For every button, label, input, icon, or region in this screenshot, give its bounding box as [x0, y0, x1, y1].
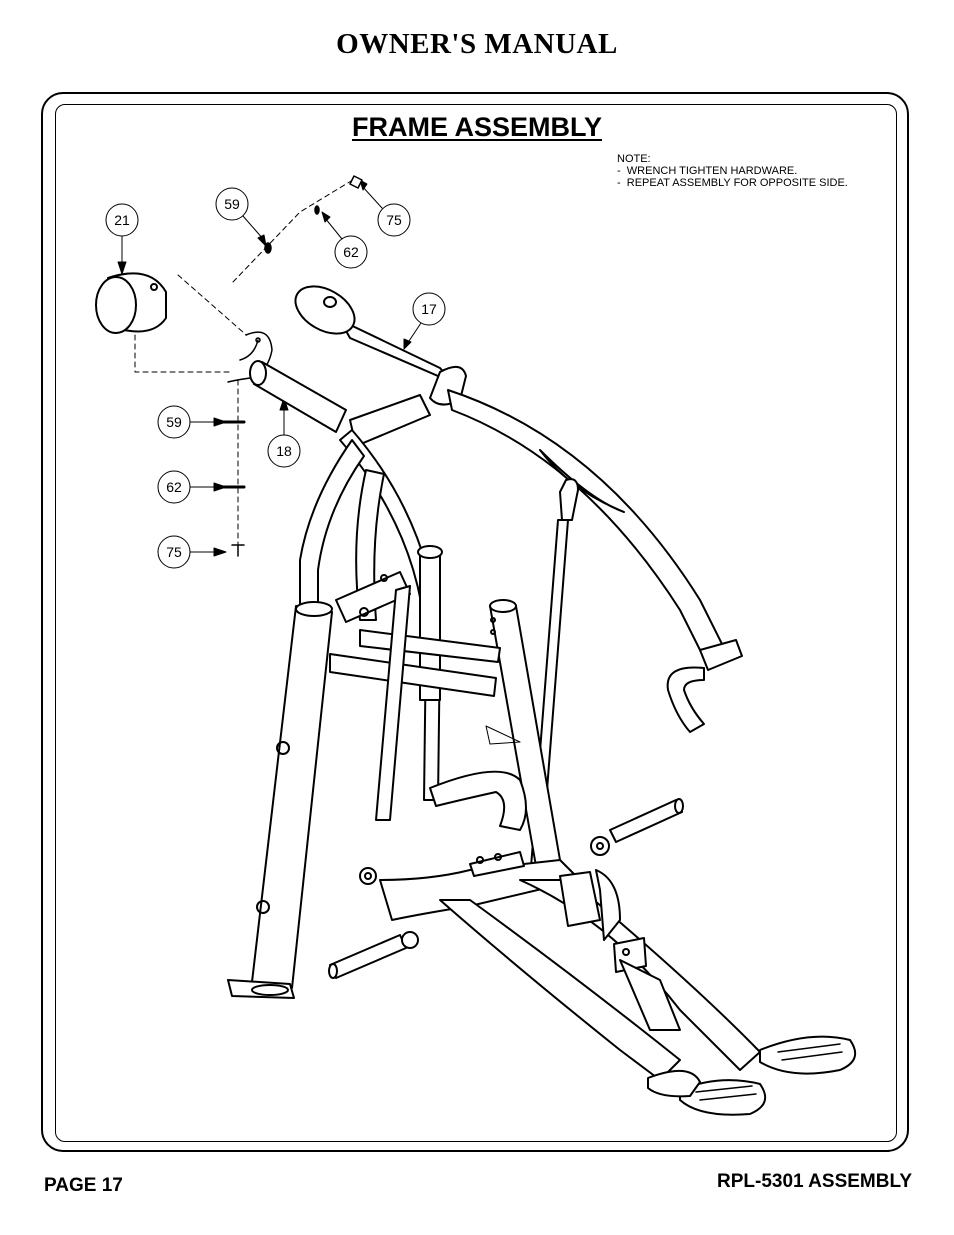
note-heading: NOTE: — [617, 153, 651, 165]
callout-18: 18 — [267, 397, 301, 468]
callout-62-side: 62 — [157, 470, 227, 504]
callout-59-top: 59 — [215, 187, 267, 247]
cross-members — [329, 571, 527, 831]
manual-title: OWNER'S MANUAL — [336, 28, 618, 60]
main-frame — [299, 429, 443, 801]
axle-pegs — [328, 798, 684, 979]
callout-59-side: 59 — [157, 405, 227, 439]
callout-label: 62 — [166, 479, 182, 495]
end-cap-part-21 — [95, 272, 167, 334]
callout-75-top: 75 — [359, 179, 411, 237]
dashed-leader-lines — [134, 177, 357, 551]
callout-21: 21 — [105, 203, 139, 275]
section-title: FRAME ASSEMBLY — [351, 112, 603, 142]
left-upright-post — [227, 601, 333, 999]
callout-62-top: 62 — [321, 211, 368, 269]
arm-tube-part-18 — [249, 360, 347, 433]
page-border-inner — [55, 104, 897, 1142]
note-line: - REPEAT ASSEMBLY FOR OPPOSITE SIDE. — [617, 177, 848, 189]
foot-pedals — [647, 1035, 857, 1116]
note-line: - WRENCH TIGHTEN HARDWARE. — [617, 165, 798, 177]
callout-label: 59 — [224, 196, 240, 212]
callout-label: 21 — [114, 212, 130, 228]
callout-label: 18 — [276, 443, 292, 459]
assembly-note: NOTE: - WRENCH TIGHTEN HARDWARE. - REPEA… — [617, 153, 848, 189]
base-frame — [379, 851, 761, 1081]
page-number: PAGE 17 — [44, 1175, 123, 1196]
callout-label: 75 — [386, 212, 402, 228]
callout-label: 75 — [166, 544, 182, 560]
callout-label: 62 — [343, 244, 359, 260]
page-border-outer — [41, 92, 909, 1152]
callout-label: 17 — [421, 301, 437, 317]
callout-75-side: 75 — [157, 535, 227, 569]
document-label: RPL-5301 ASSEMBLY — [717, 1171, 912, 1192]
rear-bracket — [613, 937, 681, 1031]
callout-label: 59 — [166, 414, 182, 430]
callout-17: 17 — [403, 292, 446, 350]
handle-arm-part-17 — [294, 285, 743, 733]
hardware-parts — [220, 175, 363, 557]
